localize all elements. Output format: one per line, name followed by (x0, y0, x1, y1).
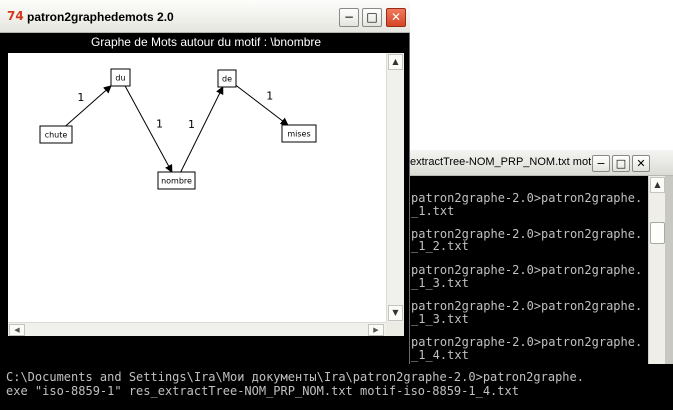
console-maximize-button[interactable]: □ (612, 155, 630, 172)
console-line: exe "iso-8859-1" res_extractTree-NOM_PRP… (6, 384, 519, 398)
graph-node-mises[interactable]: mises (281, 124, 317, 143)
graph-edge-weight: 1 (188, 118, 195, 131)
console-title: extractTree-NOM_PRP_NOM.txt mot... (410, 156, 601, 168)
app-maximize-button[interactable]: □ (362, 8, 382, 27)
graph-node-label: chute (45, 131, 68, 140)
graph-node-du[interactable]: du (110, 68, 131, 87)
graph-node-nombre[interactable]: nombre (157, 171, 196, 190)
console-window: extractTree-NOM_PRP_NOM.txt mot... − □ ✕… (406, 150, 673, 370)
scroll-corner (386, 322, 404, 336)
graph-canvas[interactable]: 1 1 1 1 chute du nombre de mises (8, 53, 386, 323)
graph-edge-weight: 1 (156, 117, 163, 130)
app-titlebar[interactable]: 74 patron2graphedemots 2.0 − □ ✕ (0, 0, 410, 33)
console-minimize-button[interactable]: − (592, 155, 610, 172)
console-line: _1.txt (411, 204, 455, 218)
graph-edge-du-nombre (124, 85, 173, 173)
console-line: _1_3.txt (411, 276, 469, 290)
console-line: C:\Documents and Settings\Ira\Мои докуме… (6, 370, 584, 384)
console-bottom-output[interactable]: C:\Documents and Settings\Ira\Мои докуме… (0, 364, 673, 410)
console-line: _1_2.txt (411, 239, 469, 253)
graph-scroll-right-icon[interactable]: ▶ (368, 324, 384, 336)
console-close-button[interactable]: ✕ (632, 155, 650, 172)
graph-horizontal-scrollbar[interactable]: ◀ ▶ (8, 322, 386, 336)
graph-edge-weight: 1 (77, 91, 84, 104)
console-scroll-up-icon[interactable]: ▲ (650, 177, 665, 193)
app-minimize-button[interactable]: − (339, 8, 359, 27)
graph-node-label: du (115, 74, 125, 83)
app-status-strip (6, 338, 406, 360)
graph-header: Graphe de Mots autour du motif : \bnombr… (6, 33, 406, 52)
graph-node-box[interactable] (39, 125, 73, 144)
console-scroll-thumb[interactable] (650, 222, 665, 244)
graph-edge-de-mises (235, 84, 289, 126)
app-window: 74 patron2graphedemots 2.0 − □ ✕ Graphe … (0, 0, 410, 364)
graph-scroll-up-icon[interactable]: ▲ (388, 54, 403, 70)
app-close-button[interactable]: ✕ (386, 8, 406, 27)
console-line: patron2graphe-2.0>patron2graphe. (411, 263, 643, 277)
graph-node-box[interactable] (110, 68, 131, 87)
graph-node-chute[interactable]: chute (39, 125, 73, 144)
console-frame-edge (665, 176, 673, 370)
console-output[interactable]: patron2graphe-2.0>patron2graphe. _1.txt … (406, 176, 673, 370)
graph-vertical-scrollbar[interactable]: ▲ ▼ (386, 53, 404, 323)
console-vertical-scrollbar[interactable]: ▲ (648, 176, 665, 370)
console-line: _1_4.txt (411, 348, 469, 362)
app-logo-icon: 74 (7, 9, 24, 23)
graph-node-label: nombre (161, 177, 192, 186)
graph-node-de[interactable]: de (217, 69, 237, 88)
console-line: patron2graphe-2.0>patron2graphe. (411, 299, 643, 313)
graph-scroll-down-icon[interactable]: ▼ (388, 305, 403, 321)
graph-edge-nombre-de (180, 86, 224, 173)
console-line: patron2graphe-2.0>patron2graphe. (411, 335, 643, 349)
console-line: _1_3.txt (411, 312, 469, 326)
graph-node-label: de (222, 75, 232, 84)
word-graph[interactable]: 1 1 1 1 chute du nombre de mises (8, 53, 386, 323)
app-title: patron2graphedemots 2.0 (27, 10, 174, 24)
graph-edge-chute-du (65, 85, 112, 127)
graph-node-box[interactable] (281, 124, 317, 143)
graph-scroll-left-icon[interactable]: ◀ (9, 324, 25, 336)
graph-node-label: mises (287, 130, 310, 139)
console-titlebar[interactable]: extractTree-NOM_PRP_NOM.txt mot... − □ ✕ (406, 150, 673, 176)
graph-edge-weight: 1 (266, 90, 273, 103)
console-line: patron2graphe-2.0>patron2graphe. (411, 191, 643, 205)
graph-node-box[interactable] (157, 171, 196, 190)
graph-node-box[interactable] (217, 69, 237, 88)
console-line: patron2graphe-2.0>patron2graphe. (411, 227, 643, 241)
